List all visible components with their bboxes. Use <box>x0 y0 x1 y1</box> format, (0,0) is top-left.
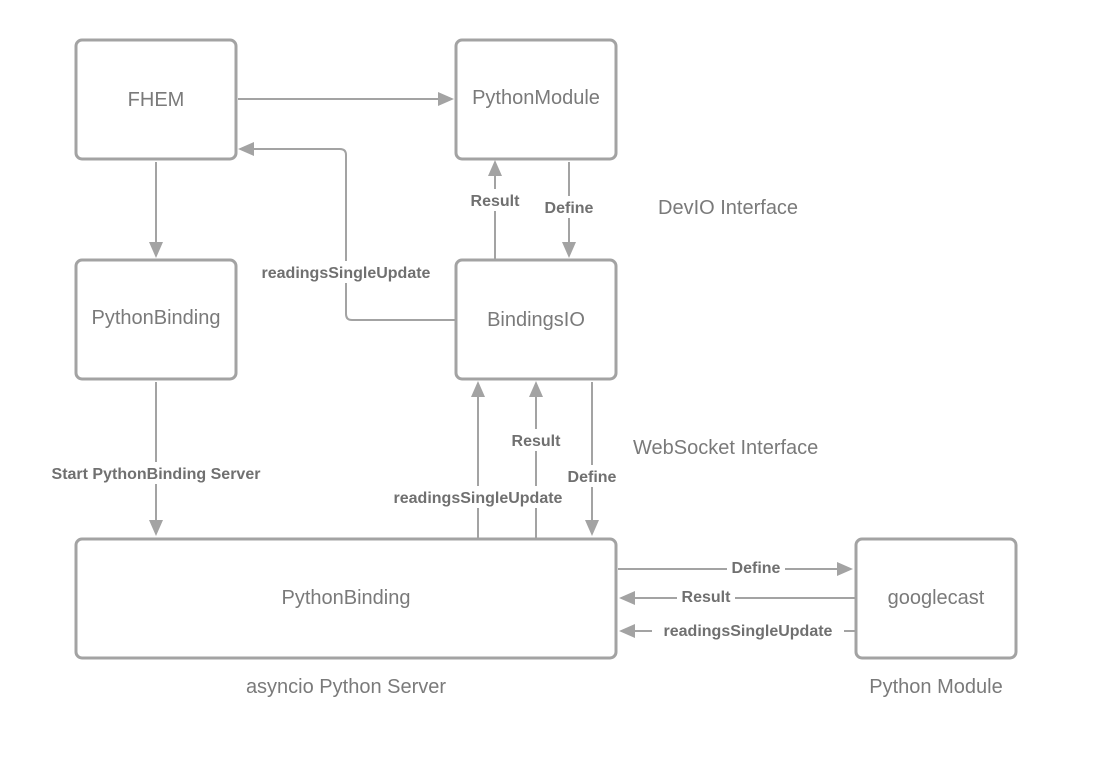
edge-label-result: Result <box>512 433 562 450</box>
arrowhead <box>149 520 163 536</box>
arrowhead <box>619 624 635 638</box>
edge-label-define: Define <box>545 200 594 217</box>
node-bindingsio-label: BindingsIO <box>487 309 585 331</box>
edge-label-define: Define <box>732 560 781 577</box>
node-pythonbinding-label: PythonBinding <box>92 307 221 329</box>
caption-websocket-interface: WebSocket Interface <box>633 437 818 459</box>
node-fhem: FHEM <box>74 38 238 161</box>
node-googlecast: googlecast <box>854 537 1018 660</box>
edge-label-define: Define <box>568 469 617 486</box>
edge-label-readings-single-update: readingsSingleUpdate <box>664 623 833 640</box>
edge-label-readings-single-update: readingsSingleUpdate <box>262 265 431 282</box>
node-pythonbinding-server: PythonBinding <box>74 537 618 660</box>
node-pythonmodule-label: PythonModule <box>472 87 600 109</box>
arrowhead <box>529 381 543 397</box>
arrowhead <box>837 562 853 576</box>
arrowhead <box>438 92 454 106</box>
arrowhead <box>488 160 502 176</box>
arrowhead <box>471 381 485 397</box>
node-pythonbinding-server-label: PythonBinding <box>282 587 411 609</box>
arrowhead <box>238 142 254 156</box>
edge-bindingsio-to-fhem <box>254 148 455 321</box>
node-fhem-label: FHEM <box>128 89 185 111</box>
edge-label-result: Result <box>682 589 732 606</box>
node-bindingsio: BindingsIO <box>454 258 618 381</box>
edge-label-result: Result <box>471 193 521 210</box>
arrowhead <box>619 591 635 605</box>
node-pythonmodule: PythonModule <box>454 38 618 161</box>
edge-label-readings-single-update: readingsSingleUpdate <box>394 490 563 507</box>
node-pythonbinding: PythonBinding <box>74 258 238 381</box>
caption-devio-interface: DevIO Interface <box>658 197 798 219</box>
arrowhead <box>562 242 576 258</box>
arrowhead <box>585 520 599 536</box>
caption-asyncio-server: asyncio Python Server <box>246 676 446 698</box>
edge-label-start-server: Start PythonBinding Server <box>52 466 261 483</box>
arrowhead <box>149 242 163 258</box>
node-googlecast-label: googlecast <box>888 587 985 609</box>
caption-python-module: Python Module <box>869 676 1002 698</box>
